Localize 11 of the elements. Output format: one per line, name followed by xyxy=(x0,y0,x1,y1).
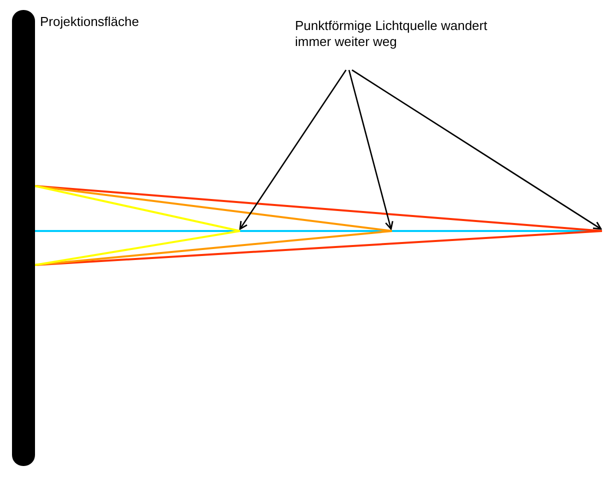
light-ray xyxy=(34,230,602,266)
light-ray xyxy=(34,230,240,266)
screen-label: Projektionsfläche xyxy=(40,14,139,29)
light-ray xyxy=(34,185,392,232)
callout-text: Punktförmige Lichtquelle wandert immer weiter weg xyxy=(295,18,495,50)
light-ray xyxy=(34,230,392,266)
leader-arrow xyxy=(239,70,347,230)
light-ray xyxy=(34,185,240,232)
leader-arrow xyxy=(352,69,602,230)
leader-arrow xyxy=(348,70,394,230)
projection-screen xyxy=(12,10,35,466)
